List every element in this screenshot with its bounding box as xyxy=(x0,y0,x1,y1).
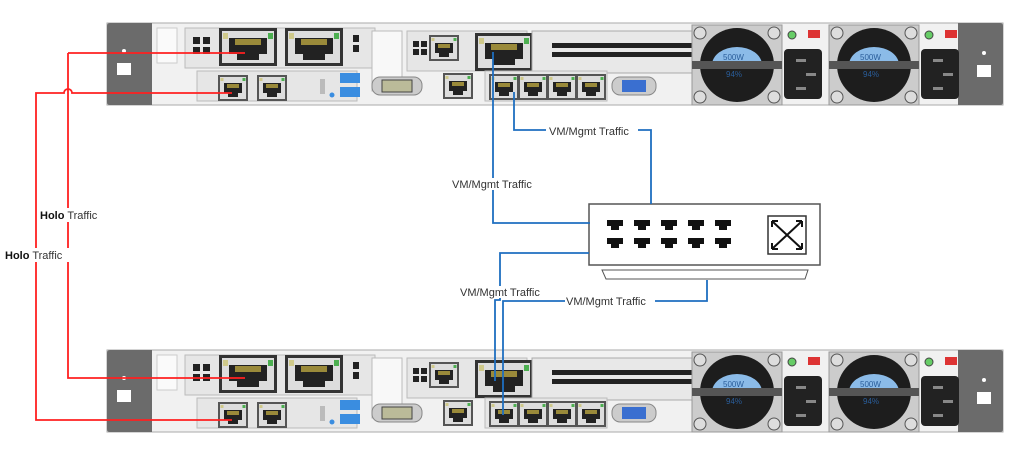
vm-link-bottom-1 xyxy=(494,252,589,381)
holo-link-1 xyxy=(67,52,245,379)
vm-mgmt-links xyxy=(492,52,708,415)
switch-port-icon xyxy=(607,238,623,248)
switch-port-icon xyxy=(688,220,704,230)
psu-wattage-label: 500W xyxy=(860,380,881,389)
switch-port-icon xyxy=(607,220,623,230)
switch-port-icon xyxy=(715,238,731,248)
link-labels: VM/Mgmt Traffic VM/Mgmt Traffic VM/Mgmt … xyxy=(4,125,655,308)
psu-wattage-label: 500W xyxy=(723,53,744,62)
switch-ports xyxy=(607,220,731,248)
vm-mgmt-label: VM/Mgmt Traffic xyxy=(566,296,646,308)
psu-efficiency-label: 94% xyxy=(726,397,742,406)
switch-port-icon xyxy=(661,238,677,248)
switch-port-icon xyxy=(634,238,650,248)
psu-wattage-label: 500W xyxy=(860,53,881,62)
switch-port-icon xyxy=(634,220,650,230)
switch-port-icon xyxy=(688,238,704,248)
switch-port-icon xyxy=(715,220,731,230)
server-bottom: 500W 94% 500W 94% xyxy=(107,350,1003,432)
server-top: 500W 94% 500W 94% xyxy=(107,23,1003,105)
vm-mgmt-label: VM/Mgmt Traffic xyxy=(452,179,532,191)
holo-label: Holo Traffic xyxy=(40,210,98,222)
psu-efficiency-label: 94% xyxy=(726,70,742,79)
network-switch xyxy=(588,203,821,280)
vm-link-bottom-2 xyxy=(502,280,708,415)
vm-mgmt-label: VM/Mgmt Traffic xyxy=(549,126,629,138)
vm-link-top-1 xyxy=(492,52,590,224)
psu-efficiency-label: 94% xyxy=(863,397,879,406)
vm-mgmt-label: VM/Mgmt Traffic xyxy=(460,287,540,299)
psu-wattage-label: 500W xyxy=(723,380,744,389)
switch-port-icon xyxy=(661,220,677,230)
psu-efficiency-label: 94% xyxy=(863,70,879,79)
holo-link-2 xyxy=(35,88,232,421)
holo-links xyxy=(35,52,245,421)
holo-label: Holo Traffic xyxy=(5,250,63,262)
